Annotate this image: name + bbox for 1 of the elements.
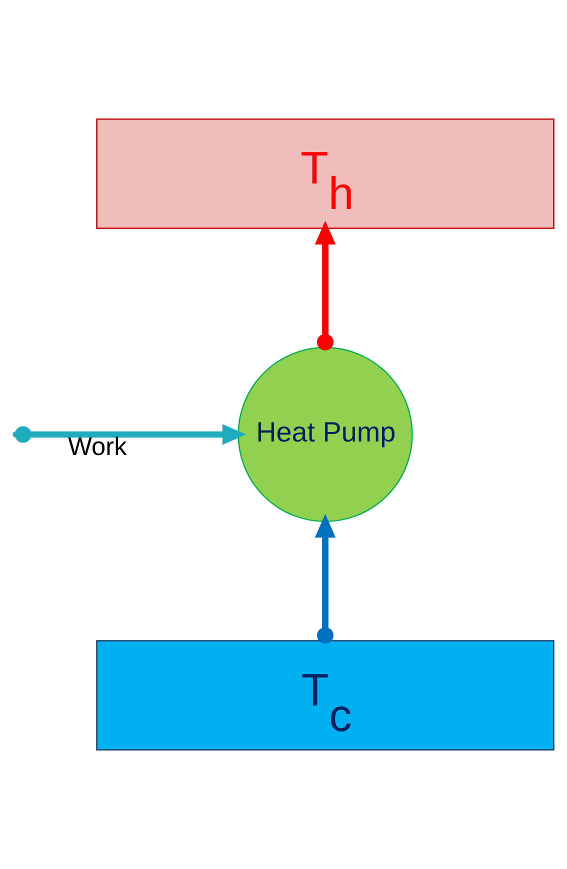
edge-label: Work	[68, 432, 127, 461]
